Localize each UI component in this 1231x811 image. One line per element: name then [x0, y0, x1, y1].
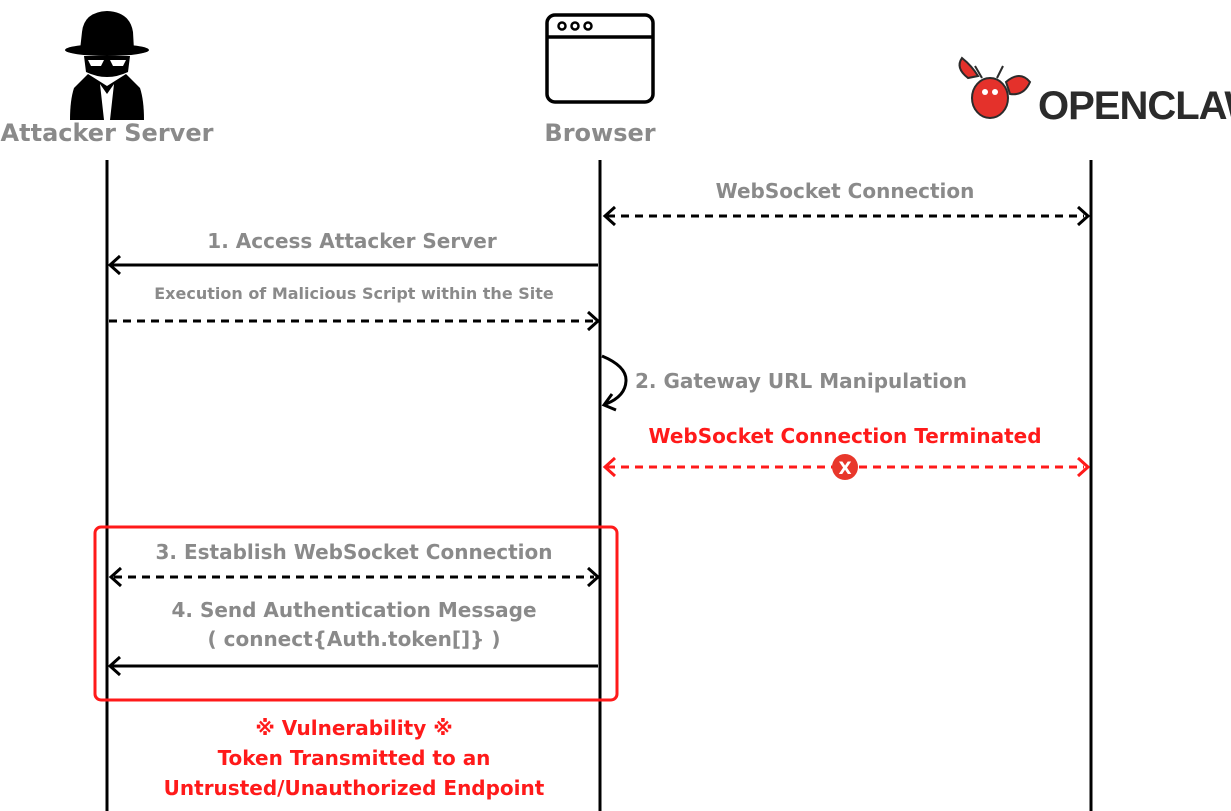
access-attacker-arrow: [107, 254, 598, 276]
vulnerability-title: ※ Vulnerability ※: [255, 716, 452, 740]
vulnerability-line-3: Untrusted/Unauthorized Endpoint: [164, 776, 545, 800]
attacker-spy-icon: [65, 11, 149, 120]
openclaw-logo: OPENCLAW: [958, 56, 1231, 128]
malicious-script-arrow: [109, 310, 601, 332]
vulnerability-line-2: Token Transmitted to an: [218, 746, 491, 770]
send-auth-arrow: [107, 655, 598, 677]
malicious-script-label: Execution of Malicious Script within the…: [154, 284, 554, 303]
gateway-manipulation-label: 2. Gateway URL Manipulation: [635, 369, 967, 393]
establish-websocket-label: 3. Establish WebSocket Connection: [155, 540, 552, 564]
openclaw-logo-text: OPENCLAW: [1038, 84, 1231, 128]
browser-label: Browser: [544, 119, 655, 147]
websocket-connection-arrow: [602, 205, 1091, 227]
browser-window-icon: [545, 13, 655, 104]
access-attacker-label: 1. Access Attacker Server: [207, 229, 497, 253]
terminated-x-mark: X: [838, 459, 851, 479]
gateway-manipulation-self-arrow: [601, 354, 628, 412]
send-auth-label: 4. Send Authentication Message: [171, 598, 536, 622]
terminated-x-badge: X: [832, 454, 858, 480]
attacker-server-label: Attacker Server: [1, 119, 214, 147]
websocket-connection-label: WebSocket Connection: [716, 179, 975, 203]
auth-payload-label: ( connect{Auth.token[]} ): [208, 627, 501, 651]
establish-websocket-arrow: [108, 566, 601, 588]
vulnerable-steps-highlight: [93, 525, 619, 702]
connection-terminated-label: WebSocket Connection Terminated: [648, 424, 1041, 448]
